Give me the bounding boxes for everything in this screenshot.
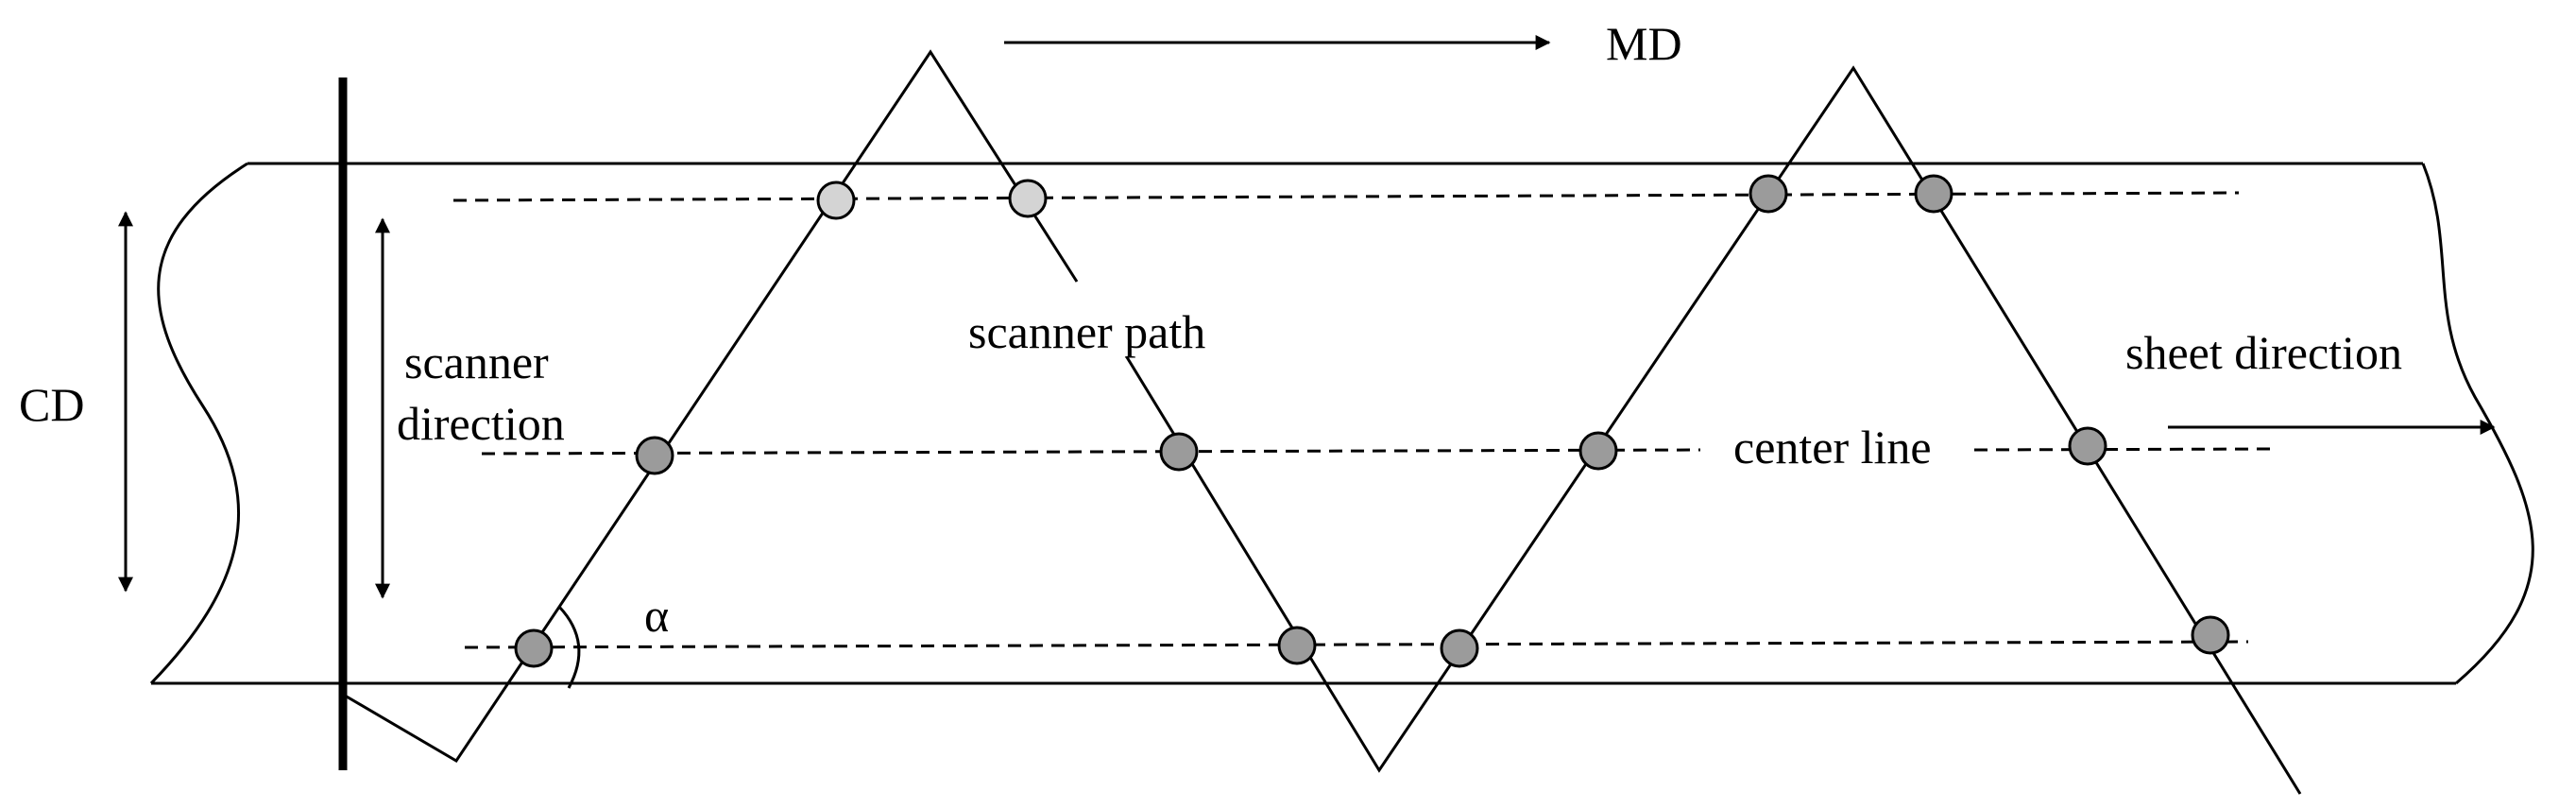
measurement-point: [1159, 432, 1199, 472]
measurement-point: [1008, 179, 1048, 218]
measurement-point: [1749, 174, 1788, 214]
measurement-point: [816, 181, 856, 220]
md-label: MD: [1606, 17, 1682, 70]
measurement-point: [1578, 431, 1618, 471]
cd-label: CD: [19, 378, 84, 431]
angle-alpha-label: α: [644, 589, 669, 642]
scanner-zigzag-path-continued: [1125, 65, 2302, 795]
scanner-direction-label-line1: scanner: [404, 336, 549, 388]
scanner-path-label: scanner path: [968, 305, 1205, 358]
center-line-label: center line: [1733, 421, 1932, 473]
sheet-left-wavy-edge: [149, 162, 248, 685]
sheet-direction-label: sheet direction: [2125, 326, 2402, 379]
measurement-point: [514, 628, 554, 668]
center-line-dashed-left: [481, 448, 1701, 456]
dashed-line-bottom: [464, 640, 2249, 649]
dashed-line-top: [452, 191, 2240, 202]
angle-alpha-arc: [557, 605, 581, 689]
center-line-dashed-right: [1973, 447, 2273, 452]
scanner-direction-label-line2: direction: [397, 397, 565, 450]
scanner-zigzag-path: [339, 49, 1079, 764]
measurement-point: [1914, 174, 1953, 214]
measurement-point: [2191, 615, 2230, 655]
measurement-point: [1440, 628, 1479, 668]
measurement-point: [2068, 426, 2107, 466]
measurement-points: [514, 174, 2230, 668]
sheet-right-wavy-edge: [2421, 163, 2534, 685]
measurement-point: [635, 436, 674, 475]
measurement-point: [1277, 626, 1317, 665]
